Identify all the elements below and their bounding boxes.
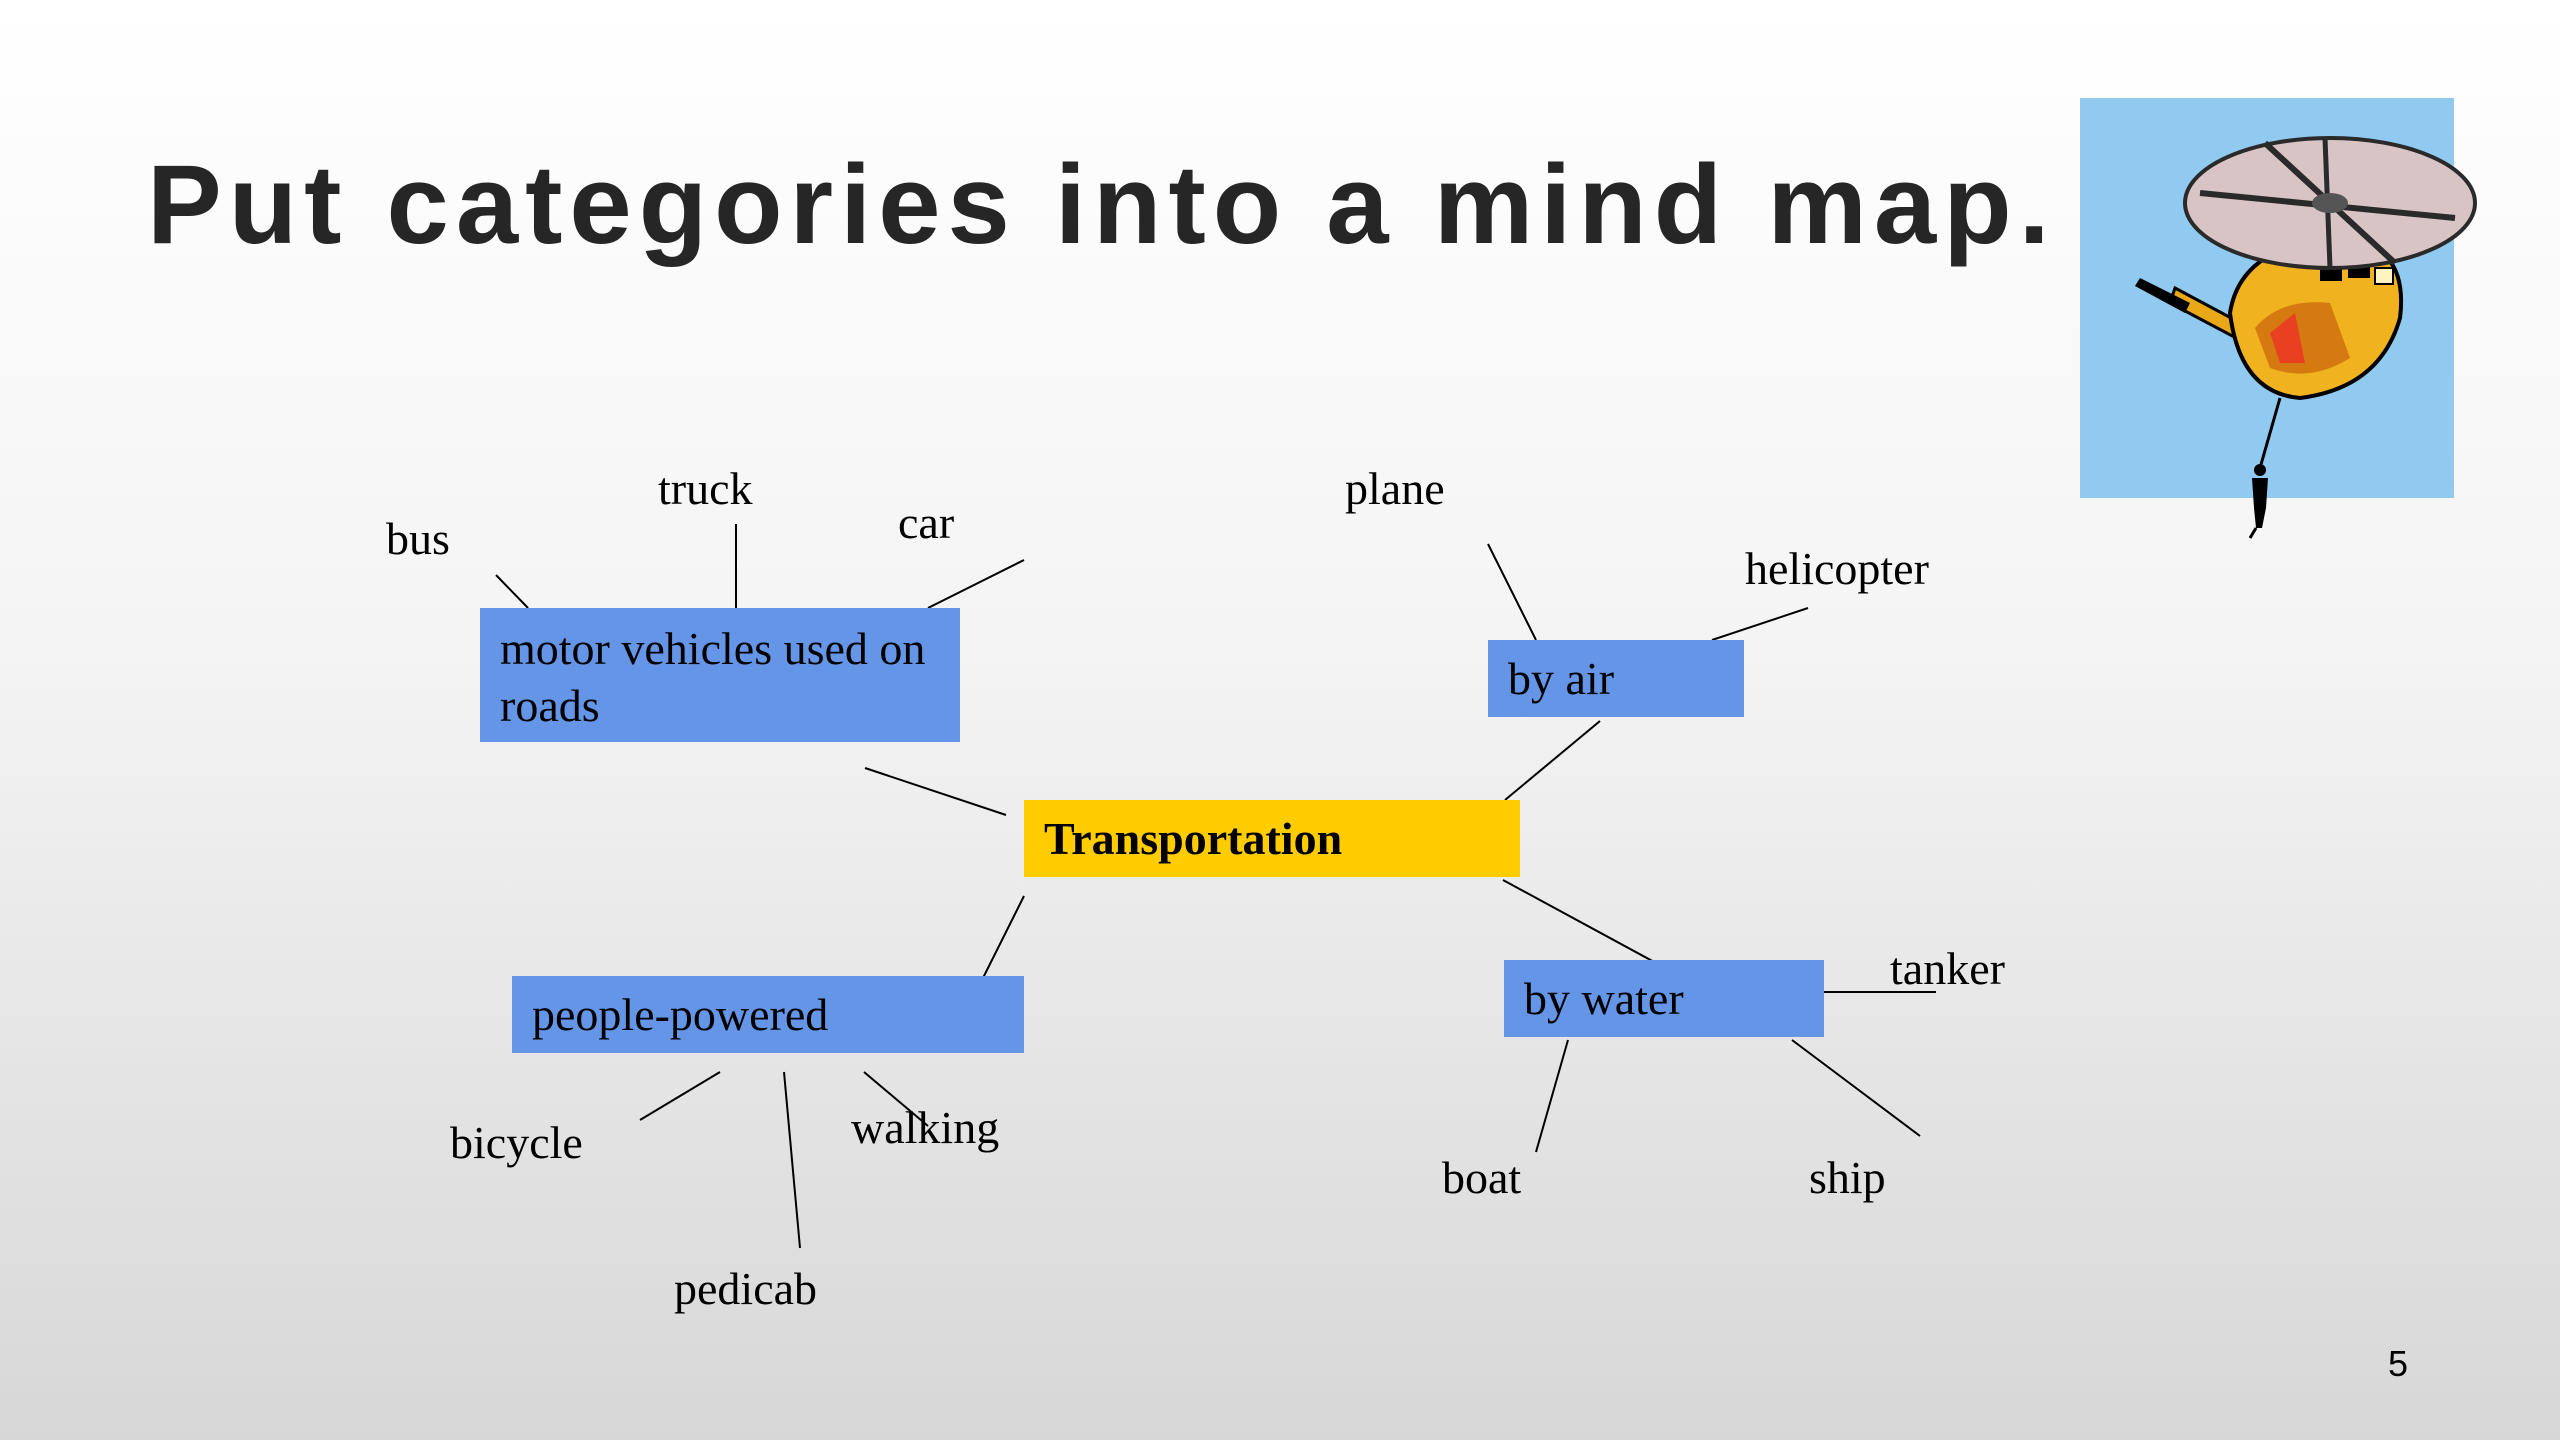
connector-center-roads	[864, 767, 1007, 816]
category-roads-box: motor vehicles used on roads	[480, 608, 960, 742]
word-boat: boat	[1442, 1152, 1522, 1203]
word-car: car	[898, 497, 955, 548]
connector-boat	[1535, 1039, 1569, 1153]
category-people-box: people-powered	[512, 976, 1024, 1053]
word-bus: bus	[386, 513, 450, 564]
connector-center-people	[976, 895, 1025, 991]
slide-title: Put categories into a mind map.	[147, 142, 2057, 267]
word-pedicab: pedicab	[674, 1263, 818, 1314]
category-water-box: by water	[1504, 960, 1824, 1037]
connector-car	[927, 559, 1025, 609]
connector-helicopter	[1711, 607, 1809, 641]
connector-walking	[863, 1071, 929, 1127]
helicopter-rescue-clipart	[2080, 98, 2477, 539]
category-water-label: by water	[1524, 973, 1684, 1024]
slide-number: 5	[2388, 1343, 2409, 1384]
category-air-box: by air	[1488, 640, 1744, 717]
center-topic-label: Transportation	[1044, 813, 1343, 864]
word-plane: plane	[1345, 463, 1445, 514]
word-helicopter: helicopter	[1745, 543, 1929, 594]
connector-ship	[1791, 1039, 1921, 1137]
word-tanker: tanker	[1890, 943, 2005, 994]
category-people-label: people-powered	[532, 989, 829, 1040]
center-topic-box: Transportation	[1024, 800, 1520, 877]
category-air-label: by air	[1508, 653, 1615, 704]
word-truck: truck	[658, 463, 753, 514]
word-walking: walking	[851, 1102, 1000, 1153]
connector-plane	[1487, 543, 1537, 641]
word-ship: ship	[1809, 1152, 1886, 1203]
connector-bicycle	[639, 1071, 721, 1121]
connector-center-air	[1504, 720, 1601, 801]
connector-bus	[495, 574, 529, 609]
word-bicycle: bicycle	[450, 1117, 583, 1168]
category-roads-label: motor vehicles used on roads	[500, 623, 926, 731]
connector-pedicab	[783, 1071, 801, 1249]
